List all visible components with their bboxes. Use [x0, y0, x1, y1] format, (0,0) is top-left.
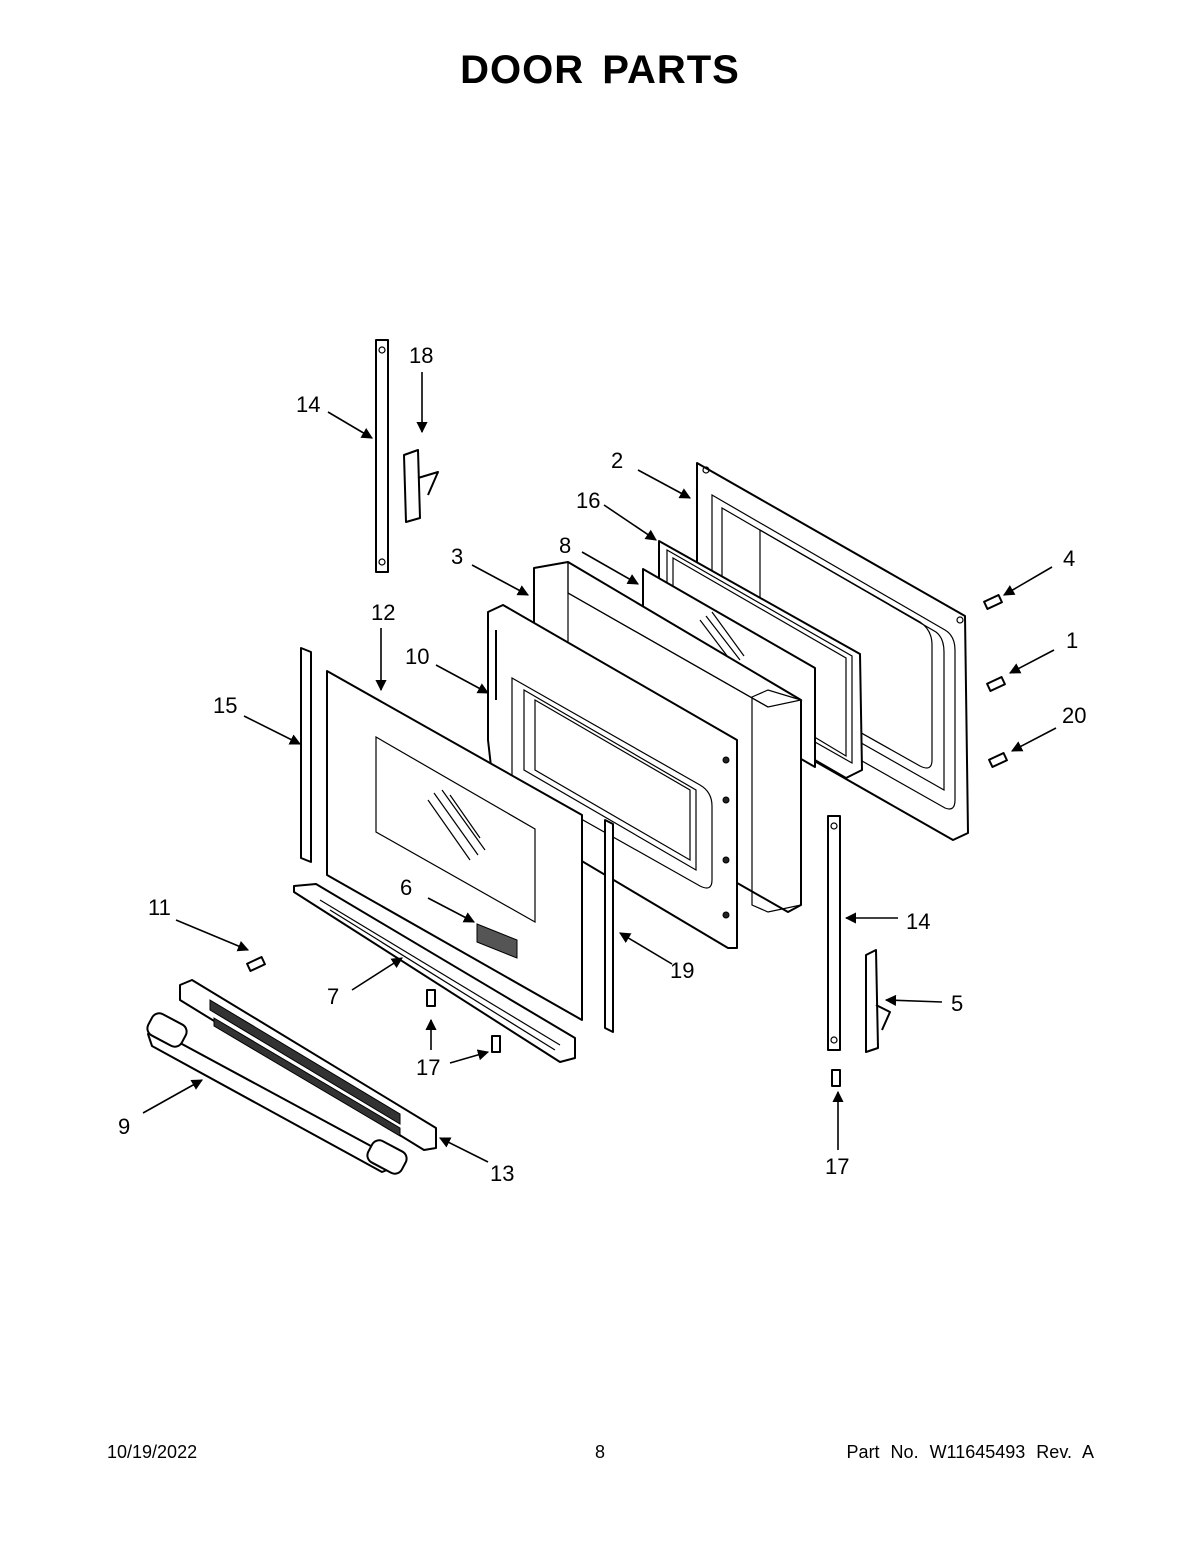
callout-12: 12: [371, 600, 395, 625]
callout-18: 18: [409, 343, 433, 368]
footer-date: 10/19/2022: [107, 1442, 198, 1462]
hinge-receiver-left: [375, 339, 389, 573]
left-side-trim: [300, 647, 312, 863]
screw-11: [246, 955, 266, 973]
screw-17b: [491, 1035, 501, 1053]
hinge-receiver-right: [827, 815, 841, 1051]
screw-17a: [426, 989, 436, 1007]
screw-17c: [831, 1069, 841, 1087]
callout-9: 9: [118, 1114, 130, 1139]
hinge-right: [865, 949, 891, 1053]
door-handle: [146, 1012, 408, 1175]
callout-11: 11: [148, 895, 171, 920]
hinge-left: [403, 449, 439, 523]
bottom-vent-trim: [293, 883, 576, 1063]
callout-10: 10: [405, 644, 429, 669]
nameplate: [476, 923, 518, 959]
callout-1: 1: [1066, 628, 1078, 653]
callout-8: 8: [559, 533, 571, 558]
leader-lines: [142, 372, 1057, 1163]
callout-7: 7: [327, 984, 339, 1009]
callout-17-right: 17: [825, 1154, 849, 1179]
right-side-trim: [604, 819, 614, 1033]
footer-part-number: Part No. W11645493 Rev. A: [846, 1442, 1094, 1462]
callout-14-right: 14: [906, 909, 930, 934]
callout-15: 15: [213, 693, 237, 718]
callout-4: 4: [1063, 546, 1075, 571]
callout-5: 5: [951, 991, 963, 1016]
callout-19: 19: [670, 958, 694, 983]
screw-1: [986, 675, 1006, 693]
callout-2: 2: [611, 448, 623, 473]
callout-16: 16: [576, 488, 600, 513]
outer-door-glass: [326, 670, 583, 1021]
screw-4: [983, 593, 1003, 611]
vent-panel: [179, 979, 437, 1151]
door-liner: [487, 604, 738, 949]
callout-20: 20: [1062, 703, 1086, 728]
footer-page-number: 8: [595, 1442, 606, 1462]
callout-13: 13: [490, 1161, 514, 1186]
callout-3: 3: [451, 544, 463, 569]
callout-14-left: 14: [296, 392, 320, 417]
page-title: DOOR PARTS: [460, 48, 740, 92]
callout-6: 6: [400, 875, 412, 900]
screw-20: [988, 751, 1008, 769]
callout-17-center: 17: [416, 1055, 440, 1080]
